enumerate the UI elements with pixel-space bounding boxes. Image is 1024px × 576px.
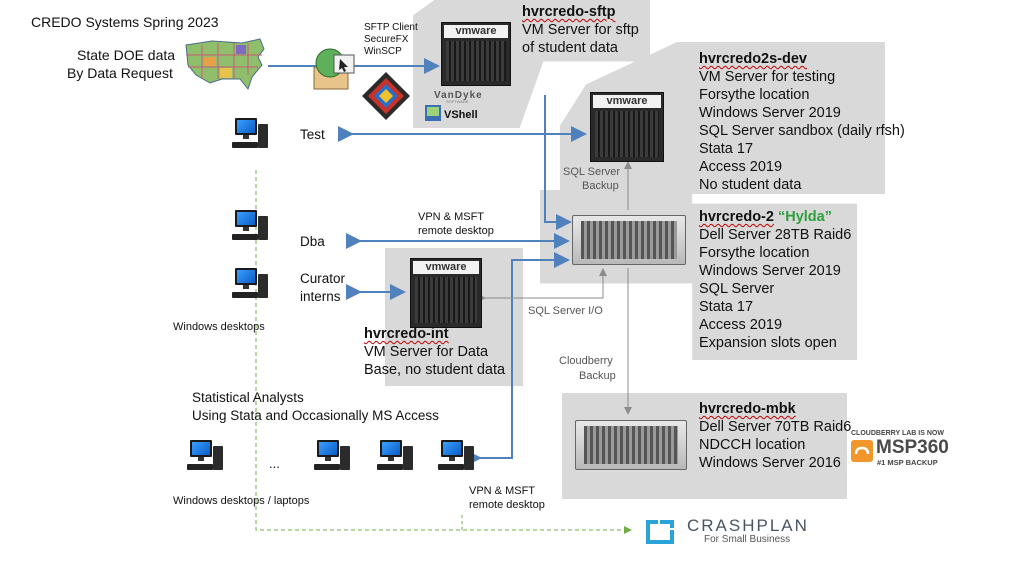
label-ellipsis: ...	[269, 456, 280, 471]
label-sql-backup-2: Backup	[582, 180, 619, 192]
arrow-crashplan-dashed	[255, 170, 632, 534]
label-analysts-2: Using Stata and Occasionally MS Access	[192, 408, 439, 423]
desktop-pc-icon	[230, 118, 270, 154]
rack-server-main-icon	[572, 215, 686, 265]
vm-server-sftp-icon: vmware	[441, 22, 511, 86]
server-nickname-main: “Hylda”	[777, 209, 832, 225]
vandyke-logo: VanDyke	[434, 90, 483, 101]
label-vpn-bottom-2: remote desktop	[469, 499, 545, 511]
label-vpn-1: VPN & MSFT	[418, 211, 485, 223]
server-mbk-line: Dell Server 70TB Raid6	[699, 419, 852, 435]
label-cloudberry: Cloudberry	[559, 355, 613, 367]
vm-server-dev-icon: vmware	[590, 92, 664, 162]
server-info-sftp: hvrcredo-sftp VM Server for sftp of stud…	[522, 3, 639, 57]
vshell-icon	[425, 105, 441, 121]
server-mbk-line: NDCCH location	[699, 437, 806, 453]
server-int-line: VM Server for Data	[364, 344, 489, 360]
sftp-client-icon	[313, 48, 355, 90]
page-title: CREDO Systems Spring 2023	[31, 14, 219, 30]
securefx-diamond-icon	[362, 72, 410, 120]
desktop-pc-icon	[436, 440, 476, 476]
label-vpn-bottom-1: VPN & MSFT	[469, 485, 536, 497]
state-doe-line1: State DOE data	[77, 47, 176, 63]
arrow-analysts-main	[466, 252, 570, 466]
server-dev-line: Access 2019	[699, 159, 783, 175]
winscp-label: WinSCP	[364, 46, 402, 57]
msp360-sub: #1 MSP BACKUP	[877, 458, 938, 467]
server-name-main: hvrcredo-2	[699, 209, 774, 225]
label-interns: interns	[300, 289, 341, 304]
label-dba: Dba	[300, 234, 325, 249]
label-vpn-2: remote desktop	[418, 225, 494, 237]
server-main-line: SQL Server	[699, 281, 775, 297]
desktop-pc-icon	[185, 440, 225, 476]
server-main-line: Expansion slots open	[699, 335, 837, 351]
server-sftp-line: VM Server for sftp	[522, 22, 639, 38]
crashplan-logo-icon	[646, 520, 674, 544]
label-test: Test	[300, 127, 325, 142]
us-map-icon	[185, 38, 265, 90]
server-main-line: Access 2019	[699, 317, 783, 333]
label-windows-laptops: Windows desktops / laptops	[173, 495, 310, 507]
server-name-mbk: hvrcredo-mbk	[699, 401, 796, 417]
arrow-int-main-sqlio	[478, 268, 607, 302]
desktop-pc-icon	[375, 440, 415, 476]
server-info-main: hvrcredo-2 “Hylda” Dell Server 28TB Raid…	[699, 208, 851, 352]
desktop-pc-icon	[312, 440, 352, 476]
crashplan-brand: CRASHPLAN	[687, 516, 809, 535]
crashplan-sub: For Small Business	[704, 534, 791, 545]
server-int-line: Base, no student data	[364, 362, 506, 378]
server-name-sftp: hvrcredo-sftp	[522, 4, 616, 20]
label-curator: Curator	[300, 271, 346, 286]
server-dev-line: No student data	[699, 177, 802, 193]
server-info-int: hvrcredo-int VM Server for Data Base, no…	[364, 325, 505, 379]
sftp-client-label: SFTP Client	[364, 22, 418, 33]
server-dev-line: VM Server for testing	[699, 69, 836, 85]
label-analysts-1: Statistical Analysts	[192, 390, 304, 405]
securefx-label: SecureFX	[364, 34, 409, 45]
server-main-line: Dell Server 28TB Raid6	[699, 227, 852, 243]
state-doe-line2: By Data Request	[67, 65, 173, 81]
vm-server-int-icon: vmware	[410, 258, 482, 328]
vandyke-sub: SOFTWARE	[446, 99, 469, 104]
server-info-mbk: hvrcredo-mbk Dell Server 70TB Raid6 NDCC…	[699, 400, 851, 472]
label-sql-backup: SQL Server	[563, 166, 621, 178]
desktop-pc-icon	[230, 268, 270, 304]
label-sql-io: SQL Server I/O	[528, 305, 603, 317]
rack-server-mbk-icon	[575, 420, 687, 470]
server-mbk-line: Windows Server 2016	[699, 455, 841, 471]
server-sftp-line: of student data	[522, 40, 618, 56]
vshell-label: VShell	[444, 109, 478, 121]
server-name-dev: hvrcredo2s-dev	[699, 51, 807, 67]
server-main-line: Windows Server 2019	[699, 263, 841, 279]
server-dev-line: Stata 17	[699, 141, 754, 157]
server-dev-line: SQL Server sandbox (daily rfsh)	[699, 123, 905, 139]
server-dev-line: Forsythe location	[699, 87, 810, 103]
label-cloudberry-backup: Backup	[579, 370, 616, 382]
msp360-logo-icon	[851, 440, 873, 462]
server-dev-line: Windows Server 2019	[699, 105, 841, 121]
server-info-dev: hvrcredo2s-dev VM Server for testing For…	[699, 50, 905, 194]
server-main-line: Forsythe location	[699, 245, 810, 261]
desktop-pc-icon	[230, 210, 270, 246]
arrow-sftp-to-main	[544, 95, 572, 230]
msp360-brand: MSP360	[876, 437, 949, 458]
server-main-line: Stata 17	[699, 299, 754, 315]
msp360-top-text: CLOUDBERRY LAB IS NOW	[851, 430, 944, 437]
server-name-int: hvrcredo-int	[364, 326, 449, 342]
label-windows-desktops: Windows desktops	[173, 321, 265, 333]
